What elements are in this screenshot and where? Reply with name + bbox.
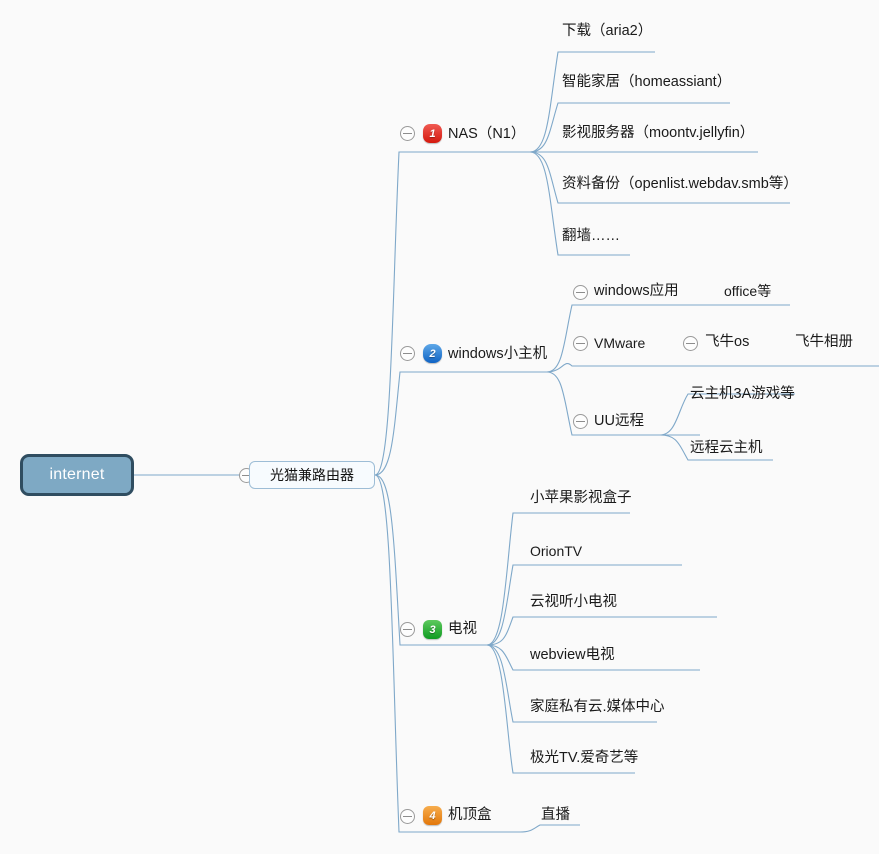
badge-topic-1-number: 1 (429, 127, 436, 140)
tv-child-1-label[interactable]: 小苹果影视盒子 (530, 490, 632, 506)
topic-nas-label[interactable]: NAS（N1） (448, 126, 526, 142)
link-central-to-stb (374, 474, 520, 833)
link-central-to-nas (374, 151, 530, 476)
toggle-vmware[interactable] (573, 336, 588, 351)
badge-topic-3-number: 3 (429, 623, 436, 636)
nas-child-5-label[interactable]: 翻墙…… (562, 228, 620, 244)
nas-child-4-label[interactable]: 资料备份（openlist.webdav.smb等） (562, 176, 798, 192)
tv-child-5-label[interactable]: 家庭私有云.媒体中心 (530, 699, 665, 715)
link-central-to-windows (374, 371, 547, 476)
central-node-label: 光猫兼路由器 (270, 467, 354, 483)
feiniu-os-label[interactable]: 飞牛os (705, 334, 750, 350)
topic-windows-label[interactable]: windows小主机 (448, 346, 548, 362)
toggle-topic-stb[interactable] (400, 809, 415, 824)
badge-topic-4: 4 (423, 806, 442, 825)
link-tv-child-1 (486, 512, 630, 646)
topic-stb-label[interactable]: 机顶盒 (448, 807, 492, 823)
toggle-feiniu-os[interactable] (683, 336, 698, 351)
link-stb-child-1 (519, 824, 580, 833)
tv-child-3-label[interactable]: 云视听小电视 (530, 594, 617, 610)
uu-child-2-label[interactable]: 远程云主机 (690, 440, 763, 456)
nas-child-2-label[interactable]: 智能家居（homeassiant） (562, 74, 732, 90)
link-tv-child-3 (486, 616, 717, 646)
tv-child-2-label[interactable]: OrionTV (530, 543, 583, 559)
central-node[interactable]: 光猫兼路由器 (249, 461, 375, 489)
toggle-windows-apps[interactable] (573, 285, 588, 300)
toggle-topic-windows[interactable] (400, 346, 415, 361)
nas-child-3-label[interactable]: 影视服务器（moontv.jellyfin） (562, 125, 755, 141)
badge-topic-4-number: 4 (429, 809, 436, 822)
badge-topic-1: 1 (423, 124, 442, 143)
root-node[interactable]: internet (20, 454, 134, 496)
toggle-uu-remote[interactable] (573, 414, 588, 429)
tv-child-6-label[interactable]: 极光TV.爱奇艺等 (530, 750, 639, 766)
windows-child-2-label[interactable]: VMware (594, 335, 646, 351)
badge-topic-2: 2 (423, 344, 442, 363)
badge-topic-3: 3 (423, 620, 442, 639)
toggle-topic-tv[interactable] (400, 622, 415, 637)
toggle-topic-nas[interactable] (400, 126, 415, 141)
root-node-label: internet (49, 466, 105, 483)
stb-child-1-label[interactable]: 直播 (541, 807, 570, 823)
uu-child-1-label[interactable]: 云主机3A游戏等 (690, 386, 795, 402)
windows-child-1-label[interactable]: windows应用 (594, 283, 679, 299)
topic-tv-label[interactable]: 电视 (448, 621, 477, 637)
tv-child-4-label[interactable]: webview电视 (530, 647, 615, 663)
badge-topic-2-number: 2 (429, 347, 436, 360)
feiniu-album-label[interactable]: 飞牛相册 (795, 334, 853, 350)
windows-child-3-label[interactable]: UU远程 (594, 413, 644, 429)
nas-child-1-label[interactable]: 下载（aria2） (562, 23, 653, 39)
windows-office-label[interactable]: office等 (724, 283, 772, 299)
link-win-child-2 (546, 363, 879, 373)
